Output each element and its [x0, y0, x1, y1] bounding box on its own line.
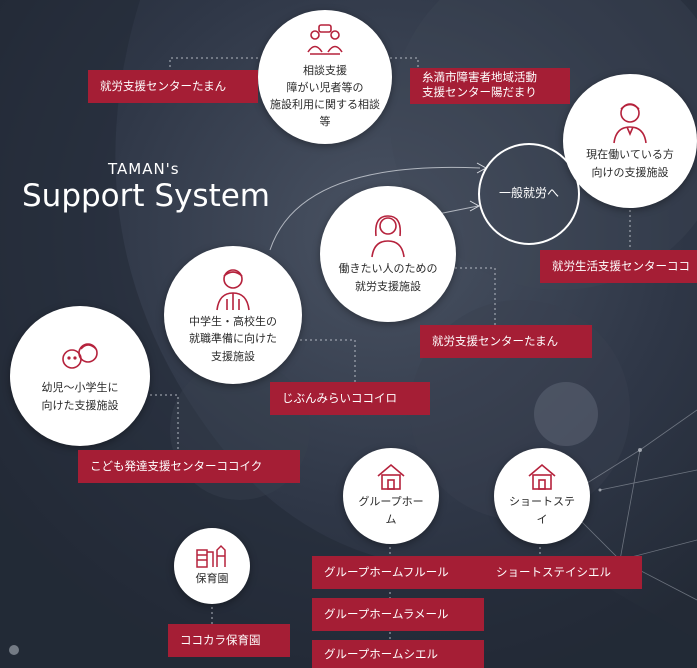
node-short-stay-label: ショートステ イ — [509, 495, 575, 526]
label-gh-lamer[interactable]: グループホームラメール — [312, 598, 484, 631]
node-consult: 相談支援 障がい児者等の 施設利用に関する相談 等 — [258, 10, 392, 144]
house-icon — [377, 464, 405, 491]
node-children: 幼児〜小学生に 向けた支援施設 — [10, 306, 150, 446]
house-icon — [528, 464, 556, 491]
node-nursery-label: 保育園 — [195, 572, 229, 586]
node-group-home: グループホー ム — [343, 448, 439, 544]
node-want-work: 働きたい人のための 就労支援施設 — [320, 186, 456, 322]
label-gh-ciel[interactable]: グループホームシエル — [312, 640, 484, 668]
label-jibun[interactable]: じぶんみらいココイロ — [270, 382, 430, 415]
node-general-work-label: 一般就労へ — [498, 186, 559, 201]
node-working-label: 現在働いている方 向けの支援施設 — [586, 148, 674, 179]
node-want-work-label: 働きたい人のための 就労支援施設 — [338, 262, 438, 293]
node-group-home-label: グループホー ム — [358, 495, 424, 526]
label-shuro-taman-top[interactable]: 就労支援センターたまん — [88, 70, 258, 103]
node-short-stay: ショートステ イ — [494, 448, 590, 544]
node-general-work: 一般就労へ — [478, 143, 580, 245]
node-children-label: 幼児〜小学生に 向けた支援施設 — [41, 381, 119, 412]
node-students-label: 中学生・高校生の 就職準備に向けた 支援施設 — [189, 314, 277, 363]
label-shuro-taman-mid[interactable]: 就労支援センターたまん — [420, 325, 592, 358]
node-nursery: 保育園 — [174, 528, 250, 604]
label-shuro-seikatsu[interactable]: 就労生活支援センターココ — [540, 250, 697, 283]
label-itoman[interactable]: 糸満市障害者地域活動 支援センター陽だまり — [410, 68, 570, 104]
node-working: 現在働いている方 向けの支援施設 — [563, 74, 697, 208]
node-students: 中学生・高校生の 就職準備に向けた 支援施設 — [164, 246, 302, 384]
woman-icon — [371, 215, 405, 258]
label-short-ciel[interactable]: ショートステイシエル — [484, 556, 642, 589]
consultation-icon — [307, 24, 343, 55]
title-big: Support System — [22, 178, 270, 214]
student-icon — [216, 268, 250, 310]
node-consult-label: 相談支援 障がい児者等の 施設利用に関する相談 等 — [270, 63, 380, 129]
label-kodomo[interactable]: こども発達支援センターココイク — [78, 450, 300, 483]
title-small: TAMAN's — [108, 160, 180, 178]
playground-icon — [196, 545, 226, 568]
person-icon — [613, 103, 647, 144]
children-icon — [62, 343, 98, 370]
label-nursery-cocokara[interactable]: ココカラ保育園 — [168, 624, 290, 657]
label-gh-fleur[interactable]: グループホームフルール — [312, 556, 484, 589]
